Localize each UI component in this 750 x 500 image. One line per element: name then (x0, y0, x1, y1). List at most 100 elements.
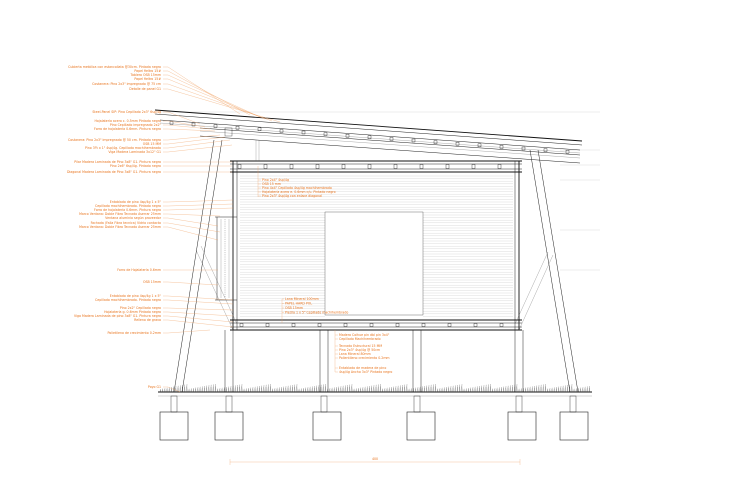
annotation-right-lower: Tecnado Estructural 15 MM (338, 344, 382, 348)
annotation-left: Tablero OSB 15mm (130, 73, 161, 77)
leader-line (163, 88, 281, 123)
annotation-mid-lower: PAPEL HARD POL (285, 302, 312, 306)
annotation-left: Cubierta metálica con estancoliata @30cm… (68, 65, 161, 69)
annotation-right-lower: Entablado de madera de pino (339, 366, 386, 370)
leader-line (163, 144, 233, 153)
leader-line (163, 66, 241, 115)
footing (559, 411, 589, 441)
structural-frame (173, 139, 579, 393)
leader-line (163, 315, 234, 323)
leader-line (163, 124, 211, 130)
annotation-mid-lower: Lana Mineral 100mm (285, 297, 319, 301)
annotation-right-lower: Pino 2x3" 4sp/4g @ 50cm (339, 348, 380, 352)
annotation-mid-lower: Piedra 1 x 5" Cepillado machihembrado (285, 311, 348, 315)
annotation-left: Entablado de pino 4sp/4g 1 x 5" (110, 200, 162, 204)
footing (159, 411, 189, 441)
annotation-right-lower: 4sp/4g Ancho 3x3" Pintado negro (339, 370, 392, 374)
leader-line (163, 199, 234, 203)
leader-line (163, 281, 219, 286)
annotation-left: Poyo G1 (148, 385, 161, 389)
annotation-right-lower: Madera Coihue pin dbl pin 3x4" (339, 333, 390, 337)
leader-line (163, 222, 221, 233)
floor-assembly (230, 319, 522, 331)
wall-boarding (240, 175, 513, 317)
annotation-left: Forro de hojalatería 0.6mm. Pintura negr… (94, 127, 161, 131)
left-window-bay (215, 216, 237, 301)
roof-connector (224, 127, 260, 161)
annotations-right-lower: Madera Coihue pin dbl pin 3x4"Cepillado … (334, 330, 392, 374)
annotation-left: Hojalatería acero c. 0.5mm Pintado negro (95, 119, 162, 123)
annotation-left: Diagonal Madera Laminada de Pino 3x8" G1… (67, 170, 161, 174)
annotation-left: Pino Cepillado impregnado 2x2" (110, 123, 162, 127)
leader-line (163, 78, 266, 120)
leader-line (163, 295, 234, 301)
annotation-left: Polietileno de crecimiento 0.2mm (107, 331, 161, 335)
footing (406, 411, 436, 441)
roof-assembly (154, 109, 583, 164)
leader-line (163, 203, 234, 207)
leader-line (163, 120, 206, 128)
annotation-left: Pilar Madera Laminada de Pino 3x8" G1. P… (74, 160, 161, 164)
annotation-mid-lower: OSB 15mm (285, 306, 303, 310)
leader-line (163, 307, 234, 311)
annotation-left: Costanera: Pino 2x3" impregnado @ 75 cm (92, 82, 161, 86)
annotation-left: Hojalatería g. 0.6mm Pintado negro (104, 310, 161, 314)
annotation-left: Marco Ventana: Doble Fibra Tecnado Aserr… (79, 212, 161, 216)
floor-joists (239, 323, 504, 327)
ground-line (158, 383, 592, 397)
footing (312, 411, 342, 441)
annotation-mid-upper: Pino 4x4" Cepillado 4sp/4g machihembrado (262, 186, 332, 190)
annotation-left: Pino 3½ x 1" 4sp/4g. Cepillado machihemb… (85, 146, 161, 150)
annotation-left: Papel fieltro 15# (134, 69, 161, 73)
annotation-left: Steel-Panel SIP: Pino Cepillado 2x3" 6sp… (92, 110, 161, 114)
annotation-left: Viga Madera Laminada de pino 3x8" G1. Pi… (74, 314, 161, 318)
annotation-right-lower: Lana Mineral 80mm (339, 352, 371, 356)
leader-line (163, 226, 219, 241)
leader-line (163, 213, 221, 217)
leader-line (163, 136, 226, 145)
annotation-right-lower: Cepillado Machihembrado (339, 337, 381, 341)
annotation-left: Pino 2x2" Cepillado negro (120, 306, 161, 310)
dimension-label: 400 (372, 457, 378, 461)
annotation-left: Ventana aluminio según proveedor (105, 216, 162, 220)
leader-line (163, 74, 261, 118)
grass (159, 383, 591, 393)
leader-line (163, 83, 273, 122)
leader-line (163, 311, 234, 317)
leader-line (163, 329, 211, 334)
annotation-left: Forro de hojalatería 0.6mm. Pintura negr… (94, 208, 161, 212)
room-walls (232, 161, 520, 330)
footings (159, 395, 589, 441)
annotation-mid-upper: Hojalatería acero e. 0.6mm c/u. Pintado … (262, 190, 336, 194)
annotation-right-lower: Polientileno crecimiento 0.2mm (339, 356, 390, 360)
annotation-left: Marco Ventana: Doble Fibra Tecnado Aserr… (79, 225, 161, 229)
annotation-left: Forro de Hojalatería 0.6mm (117, 268, 161, 272)
annotation-left: Cepillado machihembrado. Pintado negro (95, 298, 161, 302)
annotation-left: Detalle de panel G1 (129, 87, 161, 91)
annotation-left: Costanera: Pino 2x3" impregnado @ 50 cm.… (68, 138, 161, 142)
annotation-left: Viga Madera Laminada 3x12" G1 (108, 150, 161, 154)
leader-line (163, 139, 231, 149)
leader-lines-left (163, 66, 281, 393)
leader-line (163, 386, 181, 393)
leader-line (163, 70, 251, 116)
annotation-left: Papel fieltro 15# (134, 77, 161, 81)
leader-line (163, 207, 234, 211)
annotations-left: Cubierta metálica con estancoliata @30cm… (67, 65, 162, 389)
annotation-left: Entablado de pino 4sp/4g 1 x 5" (110, 294, 162, 298)
annotation-mid-upper: OSB 15 mm (262, 182, 281, 186)
dimension-line: 400 (229, 457, 521, 465)
leader-line (163, 134, 221, 141)
ceiling-joists (237, 164, 502, 169)
annotation-left: Pino 2x6" 6sp/4g. Pintado negro (110, 164, 161, 168)
leader-line (163, 128, 216, 132)
annotation-mid-upper: Pino 2x3" 4sp/4g con enlace diagonal (262, 194, 322, 198)
ceiling-assembly (230, 160, 522, 173)
leader-line (163, 217, 219, 227)
annotation-left: Cepillado machihembrado. Pintado negro (95, 204, 161, 208)
window-opening (324, 211, 424, 316)
leader-line (163, 319, 234, 328)
